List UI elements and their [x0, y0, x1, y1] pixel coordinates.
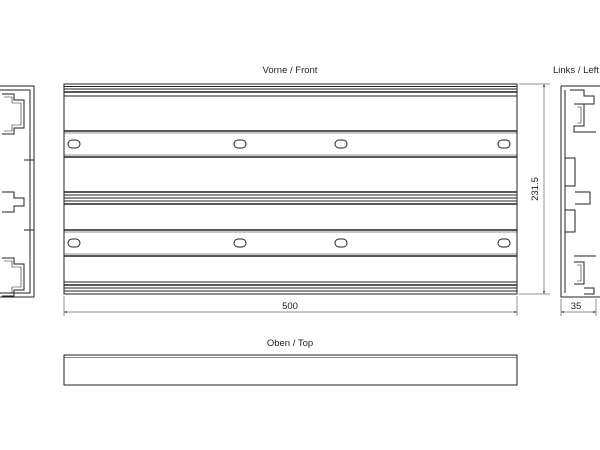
top-outline — [63, 354, 518, 386]
front-view: Vorne / Front — [63, 65, 550, 316]
depth-dimension: 35 — [560, 299, 597, 316]
front-upper-slots — [67, 139, 511, 149]
front-lower-slot-band — [64, 229, 517, 257]
front-lower-slots — [67, 238, 511, 248]
depth-dimension-value: 35 — [571, 301, 582, 312]
width-dimension: 500 — [63, 296, 518, 316]
slot — [233, 238, 247, 248]
slot — [67, 238, 81, 248]
front-upper-slot-band — [64, 130, 517, 158]
left-view: Links / Left 35 — [553, 65, 600, 316]
slot — [334, 238, 348, 248]
top-view: Oben / Top — [63, 338, 518, 386]
slot — [497, 139, 511, 149]
front-bottom-edge — [64, 281, 517, 292]
slot — [497, 238, 511, 248]
left-profile-partial — [0, 85, 35, 298]
width-dimension-value: 500 — [282, 301, 298, 312]
height-dimension-value: 231.5 — [530, 177, 541, 201]
front-outline — [63, 83, 518, 295]
front-view-label: Vorne / Front — [263, 65, 318, 76]
front-top-edge — [64, 86, 517, 97]
slot — [334, 139, 348, 149]
height-dimension: 231.5 — [519, 83, 550, 295]
left-view-label: Links / Left — [553, 65, 599, 76]
slot — [233, 139, 247, 149]
top-view-label: Oben / Top — [267, 338, 313, 349]
front-middle-band — [64, 191, 517, 205]
slot — [67, 139, 81, 149]
